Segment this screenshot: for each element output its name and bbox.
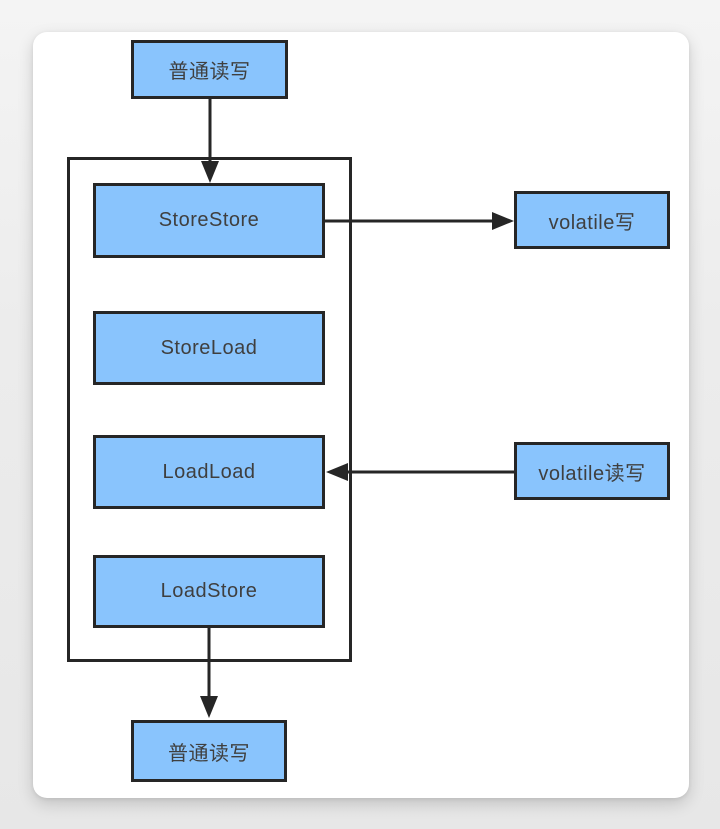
node-storestore-barrier: StoreStore <box>93 183 325 258</box>
node-normal-readwrite-bottom: 普通读写 <box>131 720 287 782</box>
node-storeload-barrier: StoreLoad <box>93 311 325 385</box>
node-loadstore-barrier: LoadStore <box>93 555 325 628</box>
node-normal-readwrite-top: 普通读写 <box>131 40 288 99</box>
node-loadload-barrier: LoadLoad <box>93 435 325 509</box>
node-volatile-write: volatile写 <box>514 191 670 249</box>
node-volatile-readwrite: volatile读写 <box>514 442 670 500</box>
